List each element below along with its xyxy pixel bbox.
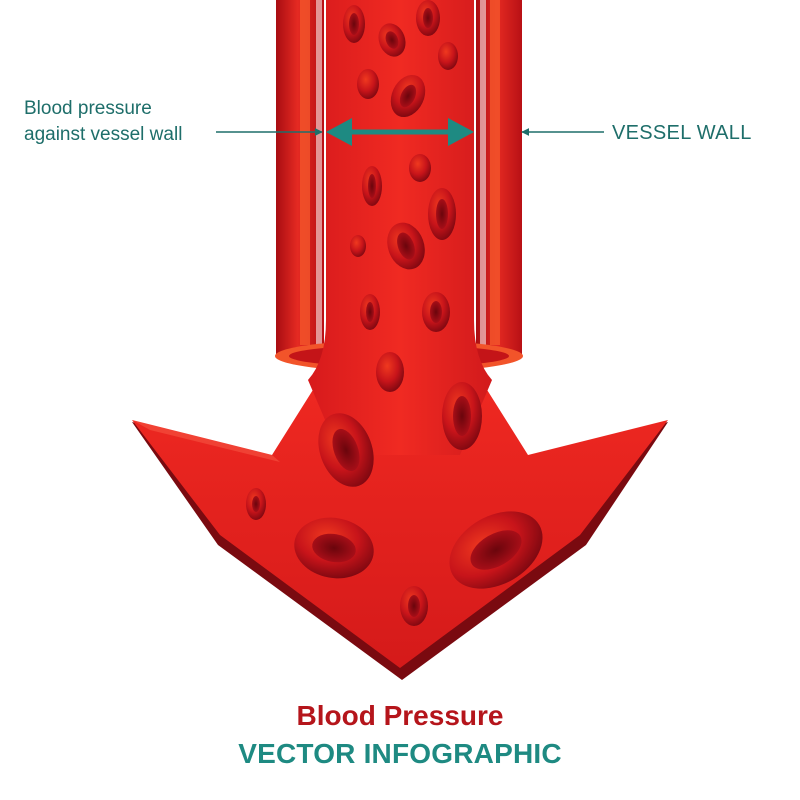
arrow-head-highlight xyxy=(132,420,280,462)
vessel-wall-label: VESSEL WALL xyxy=(612,122,752,144)
arrow-head xyxy=(132,350,668,668)
red-blood-cells xyxy=(246,0,543,626)
page-subtitle: VECTOR INFOGRAPHIC xyxy=(238,738,562,769)
page-title: Blood Pressure xyxy=(296,700,504,731)
pressure-label: Blood pressure against vessel wall xyxy=(24,96,214,148)
pressure-label-line1: Blood pressure xyxy=(24,98,152,119)
pressure-label-line2: against vessel wall xyxy=(24,124,183,145)
pressure-measurement-arrow xyxy=(326,118,474,146)
